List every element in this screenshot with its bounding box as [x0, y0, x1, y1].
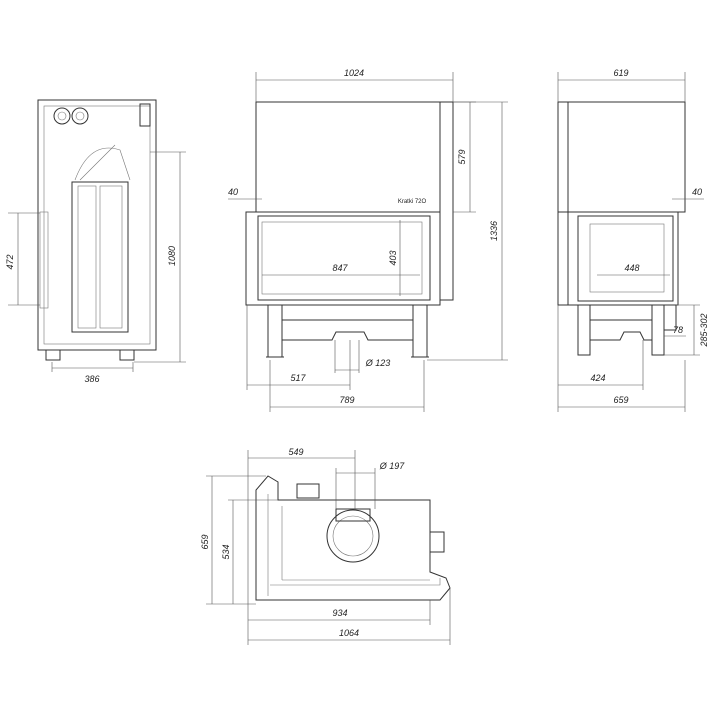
- dim-flue-197: Ø 197: [379, 461, 406, 471]
- dim-934: 934: [332, 608, 347, 618]
- dim-285-302: 285-302: [699, 313, 709, 347]
- dim-386: 386: [84, 374, 99, 384]
- dim-619: 619: [613, 68, 628, 78]
- top-view: 549 Ø 197 659 534 934 1064: [200, 447, 451, 645]
- front-view: Kratki 72O 1024 579 1336 40 847 403 Ø 12…: [228, 68, 508, 412]
- dim-659-top: 659: [200, 534, 210, 549]
- dim-847: 847: [332, 263, 348, 273]
- dim-1024: 1024: [344, 68, 364, 78]
- dim-659-side: 659: [613, 395, 628, 405]
- side-section-view: 472 1080 386: [5, 99, 186, 384]
- dim-549: 549: [288, 447, 303, 457]
- dim-448: 448: [624, 263, 639, 273]
- dim-78: 78: [673, 325, 683, 335]
- dim-472: 472: [5, 254, 15, 269]
- dim-424: 424: [590, 373, 605, 383]
- dim-517: 517: [290, 373, 306, 383]
- dim-579: 579: [457, 149, 467, 164]
- dim-534: 534: [221, 544, 231, 559]
- dim-1080: 1080: [167, 246, 177, 266]
- dim-flue-123: Ø 123: [365, 358, 391, 368]
- dim-789: 789: [339, 395, 354, 405]
- logo-text: Kratki 72O: [398, 199, 427, 205]
- dim-40-side: 40: [692, 187, 702, 197]
- dim-40-front: 40: [228, 187, 238, 197]
- dim-403: 403: [388, 250, 398, 265]
- dim-1064: 1064: [339, 628, 359, 638]
- right-view: 619 40 448 78 285-302 424 659: [557, 68, 709, 412]
- dim-1336: 1336: [489, 221, 499, 241]
